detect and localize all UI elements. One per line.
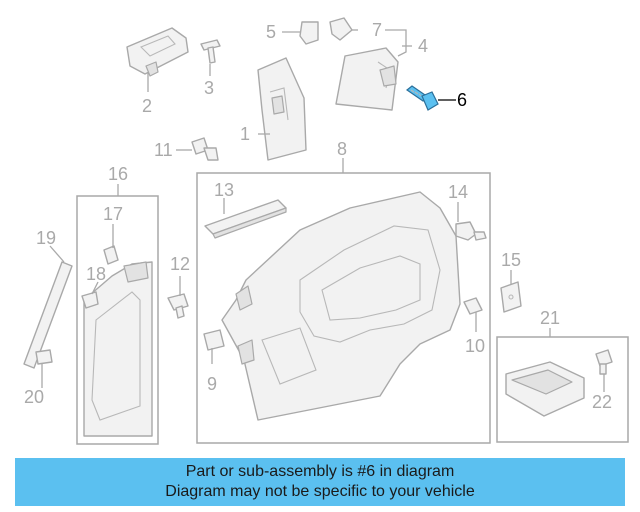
part-13-trim-strip[interactable]	[204, 199, 287, 239]
part-4-wedge-trim[interactable]	[335, 47, 399, 111]
banner-part-line: Part or sub-assembly is #6 in diagram	[185, 463, 455, 480]
callout-12[interactable]: 12	[170, 254, 190, 274]
callout-9[interactable]: 9	[207, 374, 217, 394]
callout-2[interactable]: 2	[142, 96, 152, 116]
callout-6[interactable]: 6	[457, 90, 467, 110]
group-box-21	[496, 336, 629, 443]
callout-14[interactable]: 14	[448, 182, 468, 202]
callout-21[interactable]: 21	[540, 308, 560, 328]
part-6-bolt[interactable]	[405, 85, 439, 111]
callout-8[interactable]: 8	[337, 139, 347, 159]
info-banner: Part or sub-assembly is #6 in diagram Di…	[15, 458, 625, 506]
part-9-clip[interactable]	[203, 329, 225, 351]
part-10-clip[interactable]	[463, 297, 483, 315]
part-17-clip[interactable]	[103, 245, 119, 265]
part-15-plate[interactable]	[500, 281, 522, 313]
part-16-lower-quarter-panel[interactable]	[83, 261, 153, 437]
part-8-quarter-trim-panel[interactable]	[221, 191, 461, 421]
part-11-screw[interactable]	[191, 137, 219, 161]
callout-15[interactable]: 15	[501, 250, 521, 270]
part-1-pillar-trim[interactable]	[257, 57, 307, 161]
part-2-cover-panel[interactable]	[126, 27, 189, 77]
part-20-clip[interactable]	[35, 349, 53, 365]
callout-3[interactable]: 3	[204, 78, 214, 98]
part-5-bracket[interactable]	[299, 21, 319, 45]
callout-1[interactable]: 1	[240, 124, 250, 144]
callout-13[interactable]: 13	[214, 180, 234, 200]
callout-5[interactable]: 5	[266, 22, 276, 42]
callout-22[interactable]: 22	[592, 392, 612, 412]
callout-18[interactable]: 18	[86, 264, 106, 284]
callout-10[interactable]: 10	[465, 336, 485, 356]
part-12-push-pin[interactable]	[167, 293, 189, 319]
part-22-fastener[interactable]	[595, 349, 613, 375]
leader-lines	[41, 29, 605, 392]
callout-11[interactable]: 11	[154, 140, 173, 160]
callout-4[interactable]: 4	[418, 36, 428, 56]
banner-disclaimer-line: Diagram may not be specific to your vehi…	[165, 483, 475, 500]
part-7-clip[interactable]	[329, 17, 353, 41]
callout-16[interactable]: 16	[108, 164, 128, 184]
callout-17[interactable]: 17	[103, 204, 123, 224]
callout-20[interactable]: 20	[24, 387, 44, 407]
part-3-push-clip[interactable]	[200, 39, 221, 64]
callout-7[interactable]: 7	[372, 20, 382, 40]
callout-19[interactable]: 19	[36, 228, 56, 248]
part-21-storage-tray[interactable]	[505, 361, 585, 417]
part-19-weatherstrip[interactable]	[23, 261, 73, 369]
part-14-fastener[interactable]	[455, 221, 487, 241]
part-18-clip[interactable]	[81, 291, 99, 309]
